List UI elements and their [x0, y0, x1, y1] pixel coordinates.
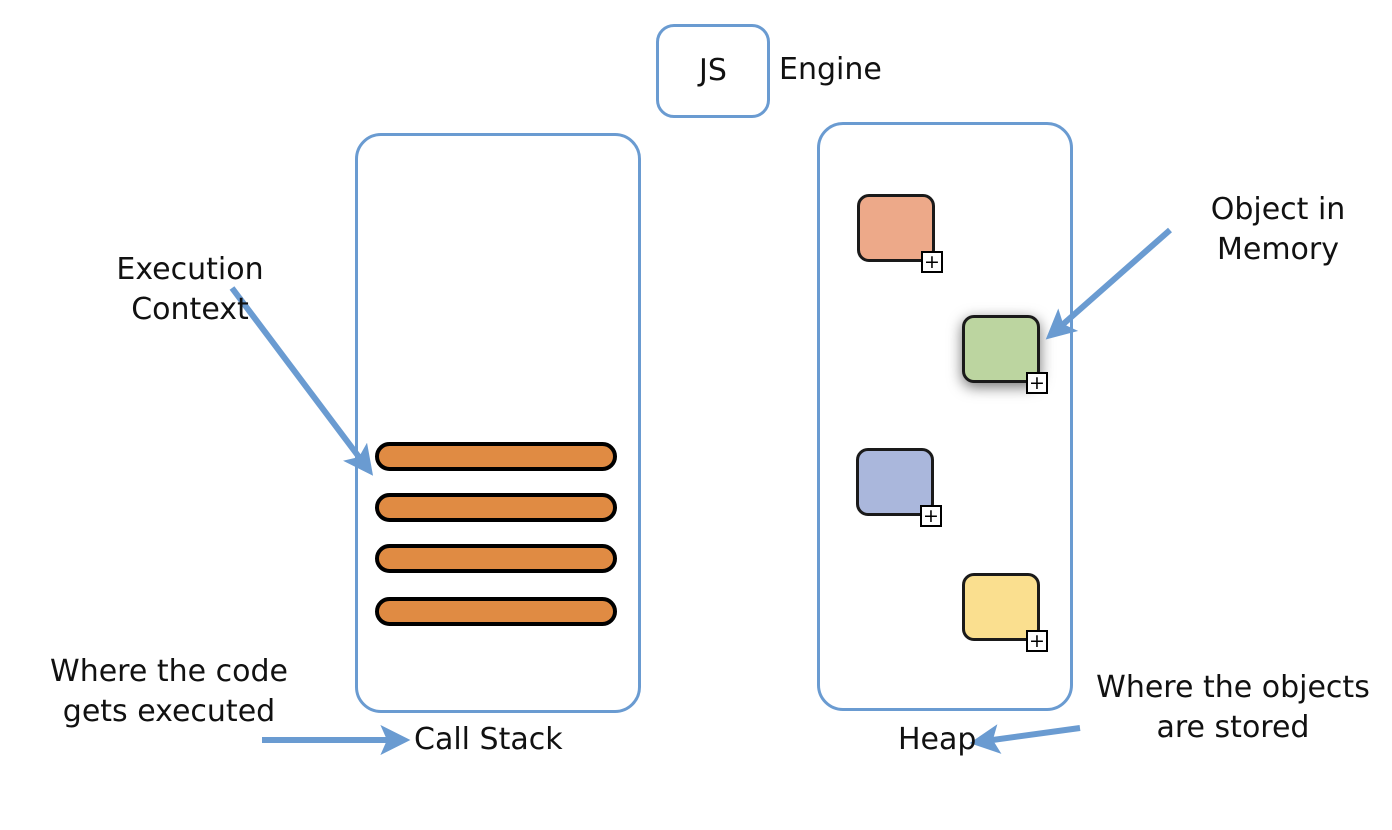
heap-object-body — [857, 194, 935, 262]
heap-object-body — [962, 573, 1040, 641]
heap-object-body — [856, 448, 934, 516]
js-engine-box-label: JS — [699, 53, 727, 88]
call-stack-caption: Call Stack — [414, 722, 563, 757]
heap-object-orange: + — [857, 194, 943, 273]
execution-context-annotation: Execution Context — [116, 252, 264, 327]
plus-badge-icon: + — [1026, 630, 1048, 652]
heap-object-yellow: + — [962, 573, 1048, 652]
stack-frame — [375, 493, 617, 522]
plus-badge-icon: + — [921, 251, 943, 273]
engine-label: Engine — [779, 52, 882, 87]
object-in-memory-annotation: Object in Memory — [1210, 192, 1346, 267]
plus-badge-icon: + — [920, 505, 942, 527]
heap-object-body — [962, 315, 1040, 383]
stack-frame — [375, 442, 617, 471]
stack-frame — [375, 597, 617, 626]
where-objects-annotation: Where the objects are stored — [1096, 670, 1370, 745]
call-stack-container — [355, 133, 641, 713]
plus-badge-icon: + — [1026, 372, 1048, 394]
js-engine-box: JS — [656, 24, 770, 118]
arrow-where-objects — [969, 724, 1081, 754]
where-code-annotation: Where the code gets executed — [50, 654, 288, 729]
heap-object-green: + — [962, 315, 1048, 394]
stack-frame — [375, 544, 617, 573]
heap-object-blue: + — [856, 448, 942, 527]
heap-caption: Heap — [898, 722, 977, 757]
